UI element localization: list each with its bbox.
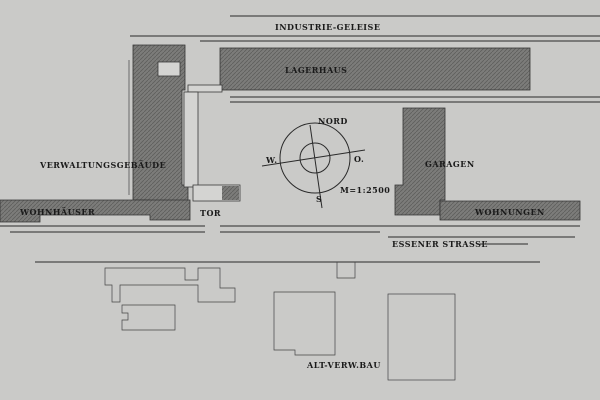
scale-label: M=1:2500 — [340, 185, 390, 195]
gate-pier — [222, 186, 239, 200]
compass-north: NORD — [318, 116, 348, 126]
railway-tracks — [130, 15, 600, 103]
neighbor-outlines — [104, 262, 456, 381]
apartments-building — [439, 200, 581, 221]
housing-west-label: WOHNHÄUSER — [19, 207, 95, 217]
admin-courtyard — [157, 61, 181, 77]
warehouse-label: LAGERHAUS — [285, 65, 347, 75]
admin-label: VERWALTUNGSGEBÄUDE — [39, 160, 166, 170]
compass-east: O. — [354, 154, 364, 164]
compass-west: W. — [265, 155, 278, 165]
street-label: ESSENER STRASSE — [392, 239, 488, 249]
compass-rose — [261, 122, 366, 209]
warehouse-connector — [187, 84, 223, 93]
warehouse-building — [219, 47, 531, 91]
compass-south: S — [316, 194, 322, 204]
street-lines — [0, 225, 580, 263]
housing-west-building — [0, 199, 191, 223]
rail-label: INDUSTRIE-GELEISE — [275, 22, 380, 32]
apartments-label: WOHNUNGEN — [474, 207, 545, 217]
old-building-label: ALT-VERW.BAU — [306, 360, 381, 370]
gate-label: TOR — [200, 208, 221, 218]
garages-label: GARAGEN — [425, 159, 475, 169]
admin-corridor — [183, 91, 199, 188]
